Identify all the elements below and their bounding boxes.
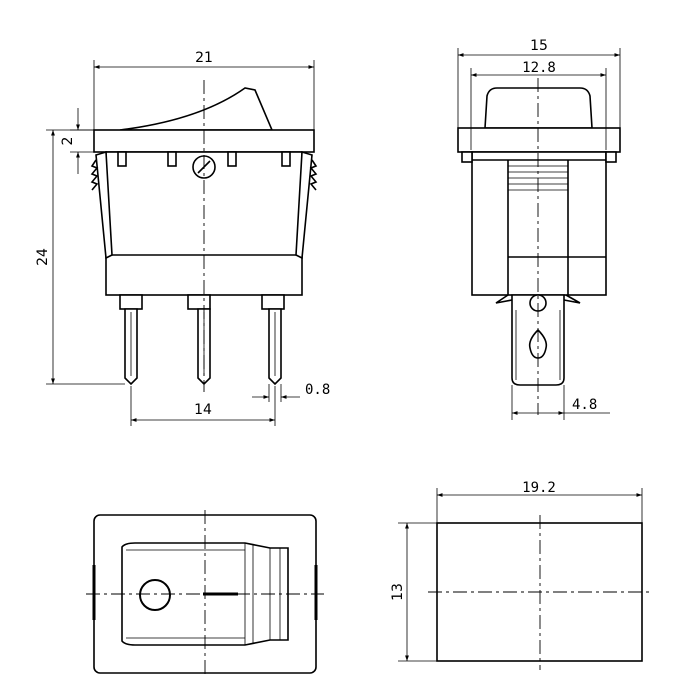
side-flange (457, 127, 621, 153)
dim-pin-pitch: 14 (194, 402, 212, 418)
left-spring-latch (95, 150, 113, 260)
off-symbol (139, 579, 171, 611)
dim-cutout-width: 19.2 (522, 480, 556, 496)
side-body (471, 151, 607, 296)
dim-pin-thickness: 0.8 (305, 382, 330, 398)
dim-side-cap-width: 12.8 (522, 60, 556, 76)
dim-cap-height: 2 (60, 137, 76, 146)
top-view (86, 510, 324, 678)
right-spring-latch (295, 150, 313, 260)
dim-total-height: 24 (35, 248, 51, 266)
front-rocker (119, 87, 274, 131)
dim-terminal-width: 4.8 (572, 397, 597, 413)
dim-cutout-height: 13 (390, 583, 406, 601)
dim-side-width: 15 (530, 38, 548, 54)
panel-cutout-view: 19.2 13 (390, 480, 652, 670)
side-cap (484, 87, 593, 129)
dim-front-width: 21 (195, 50, 213, 66)
front-view: 21 2 24 0.8 14 (35, 50, 330, 426)
side-view: 15 12.8 4.8 (457, 38, 621, 420)
